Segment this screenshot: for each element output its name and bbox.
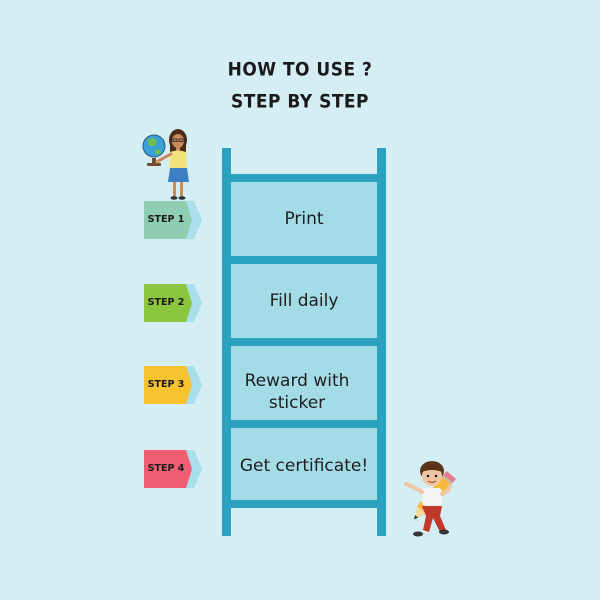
ladder-rung [231, 338, 377, 346]
ladder-left-rail [222, 148, 231, 536]
step-1-panel [231, 182, 377, 258]
step-4-tag: STEP 4 [144, 450, 202, 488]
step-1-label: STEP 1 [147, 214, 185, 225]
step-2-panel [231, 264, 377, 340]
step-4-label: STEP 4 [147, 463, 185, 474]
step-2-tag: STEP 2 [144, 284, 202, 322]
step-1-tag: STEP 1 [144, 201, 202, 239]
title-line-2: STEP BY STEP [231, 90, 369, 114]
ladder-rung [231, 420, 377, 428]
step-3-label: STEP 3 [147, 379, 185, 390]
ladder-right-rail [377, 148, 386, 536]
step-3-tag: STEP 3 [144, 366, 202, 404]
step-2-label: STEP 2 [147, 297, 185, 308]
ladder-rung [231, 174, 377, 182]
boy-with-pencil-icon [404, 461, 456, 537]
title-line-1: HOW TO USE ? [227, 58, 373, 82]
step-3-panel [231, 346, 377, 422]
step-4-text: Get certificate! [239, 456, 369, 476]
step-4-panel [231, 428, 377, 500]
ladder-rung [231, 256, 377, 264]
step-1-text: Print [284, 209, 324, 229]
step-3-text: Reward with sticker [244, 371, 350, 413]
teacher-with-globe-icon [142, 129, 189, 200]
step-2-text: Fill daily [269, 291, 339, 311]
ladder-rung [231, 500, 377, 508]
